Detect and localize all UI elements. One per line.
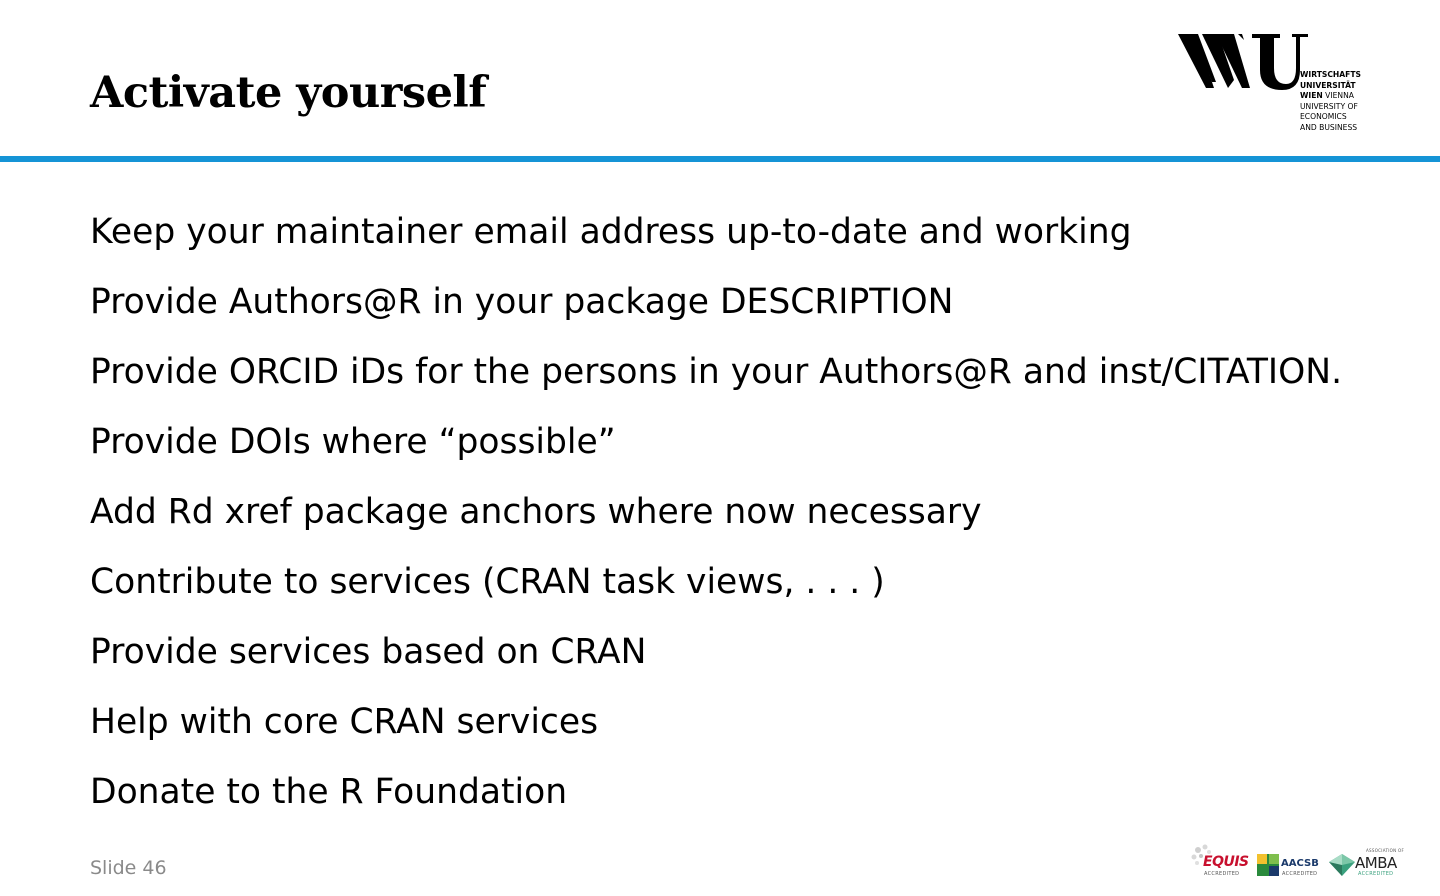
list-item: Contribute to services (CRAN task views,… bbox=[90, 562, 885, 602]
aacsb-label: AACSB bbox=[1281, 858, 1319, 869]
amba-icon bbox=[1329, 854, 1355, 876]
equis-label: EQUIS bbox=[1203, 854, 1249, 870]
wu-logo-text: WIRTSCHAFTS UNIVERSITÄT WIEN VIENNA UNIV… bbox=[1300, 70, 1361, 133]
amba-top: ASSOCIATION OF bbox=[1366, 848, 1405, 853]
list-item: Provide Authors@R in your package DESCRI… bbox=[90, 282, 954, 322]
wu-logo: WIRTSCHAFTS UNIVERSITÄT WIEN VIENNA UNIV… bbox=[1176, 30, 1366, 133]
list-item: Provide services based on CRAN bbox=[90, 632, 647, 672]
slide-title: Activate yourself bbox=[90, 68, 487, 118]
aacsb-sub: ACCREDITED bbox=[1282, 871, 1318, 877]
list-item: Keep your maintainer email address up-to… bbox=[90, 212, 1132, 252]
equis-sub: ACCREDITED bbox=[1204, 871, 1240, 877]
slide-number: Slide 46 bbox=[90, 857, 167, 879]
logo-line: AND BUSINESS bbox=[1300, 122, 1358, 132]
amba-sub: ACCREDITED bbox=[1358, 871, 1394, 877]
logo-line: WIRTSCHAFTS bbox=[1300, 70, 1361, 79]
aacsb-icon bbox=[1257, 854, 1279, 876]
amba-label: AMBA bbox=[1355, 854, 1397, 872]
list-item: Help with core CRAN services bbox=[90, 702, 599, 742]
list-item: Donate to the R Foundation bbox=[90, 772, 568, 812]
header-rule bbox=[0, 156, 1440, 162]
logo-line: ECONOMICS bbox=[1300, 112, 1347, 121]
list-item: Provide DOIs where “possible” bbox=[90, 422, 616, 462]
list-item: Provide ORCID iDs for the persons in you… bbox=[90, 352, 1343, 392]
logo-line: WIEN bbox=[1300, 91, 1323, 100]
logo-line: UNIVERSITY OF bbox=[1300, 101, 1358, 111]
logo-line: VIENNA bbox=[1325, 91, 1354, 100]
content-list: Keep your maintainer email address up-to… bbox=[90, 210, 1342, 840]
list-item: Add Rd xref package anchors where now ne… bbox=[90, 492, 982, 532]
accreditation-logos: EQUIS ACCREDITED AACSB ACCREDITED ASSOCI… bbox=[1190, 840, 1405, 880]
equis-icon bbox=[1191, 844, 1211, 865]
logo-line: UNIVERSITÄT bbox=[1300, 80, 1356, 90]
wu-wordmark bbox=[1176, 34, 1308, 90]
